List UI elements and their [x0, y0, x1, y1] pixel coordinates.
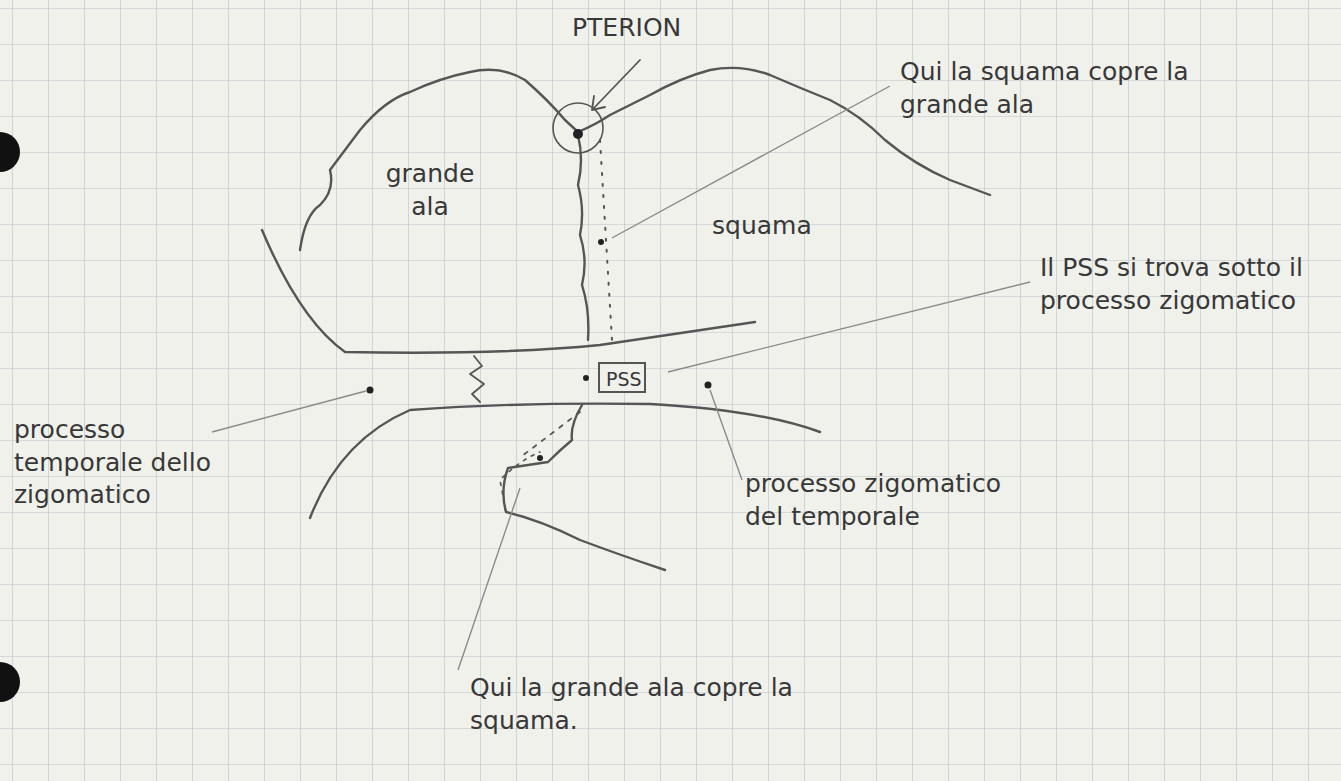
note-label: Qui la grande ala copre la squama.: [470, 672, 810, 737]
lower-suture: [503, 405, 665, 570]
spheno-squamous-suture: [578, 135, 588, 340]
leader-line: [710, 390, 742, 480]
part-label: processo zigomatico del temporale: [745, 468, 1045, 533]
bone-part-label: squama: [712, 210, 872, 243]
landmark-label: PTERION: [572, 12, 792, 45]
zygomaticotemporal-suture: [470, 356, 484, 402]
label-box: PSS: [598, 362, 646, 393]
marker-dot: [598, 239, 604, 245]
leader-line: [212, 391, 366, 432]
pterion-circle: [553, 103, 603, 153]
marker-dot: [367, 387, 374, 394]
box-text: PSS: [606, 368, 638, 391]
skull-outline: [300, 68, 990, 250]
marker-dot: [583, 375, 589, 381]
zygomatic-arch-lower: [310, 404, 820, 518]
lower-overlap-outline: [500, 452, 540, 512]
bone-part-label: grande ala: [370, 158, 490, 223]
note-label: Il PSS si trova sotto il processo zigoma…: [1040, 252, 1336, 317]
lower-dashed-line: [522, 412, 580, 456]
pterion-dot: [573, 129, 583, 139]
punch-hole: [0, 662, 20, 702]
marker-dot: [537, 455, 543, 461]
marker-dot: [705, 382, 712, 389]
punch-hole: [0, 132, 20, 172]
leader-line: [458, 488, 520, 670]
zygomatic-arch-upper: [262, 230, 755, 353]
pterion-arrow: [592, 60, 640, 110]
part-label: processo temporale dello zigomatico: [14, 414, 229, 512]
note-label: Qui la squama copre la grande ala: [900, 56, 1230, 121]
leader-line: [668, 282, 1030, 372]
